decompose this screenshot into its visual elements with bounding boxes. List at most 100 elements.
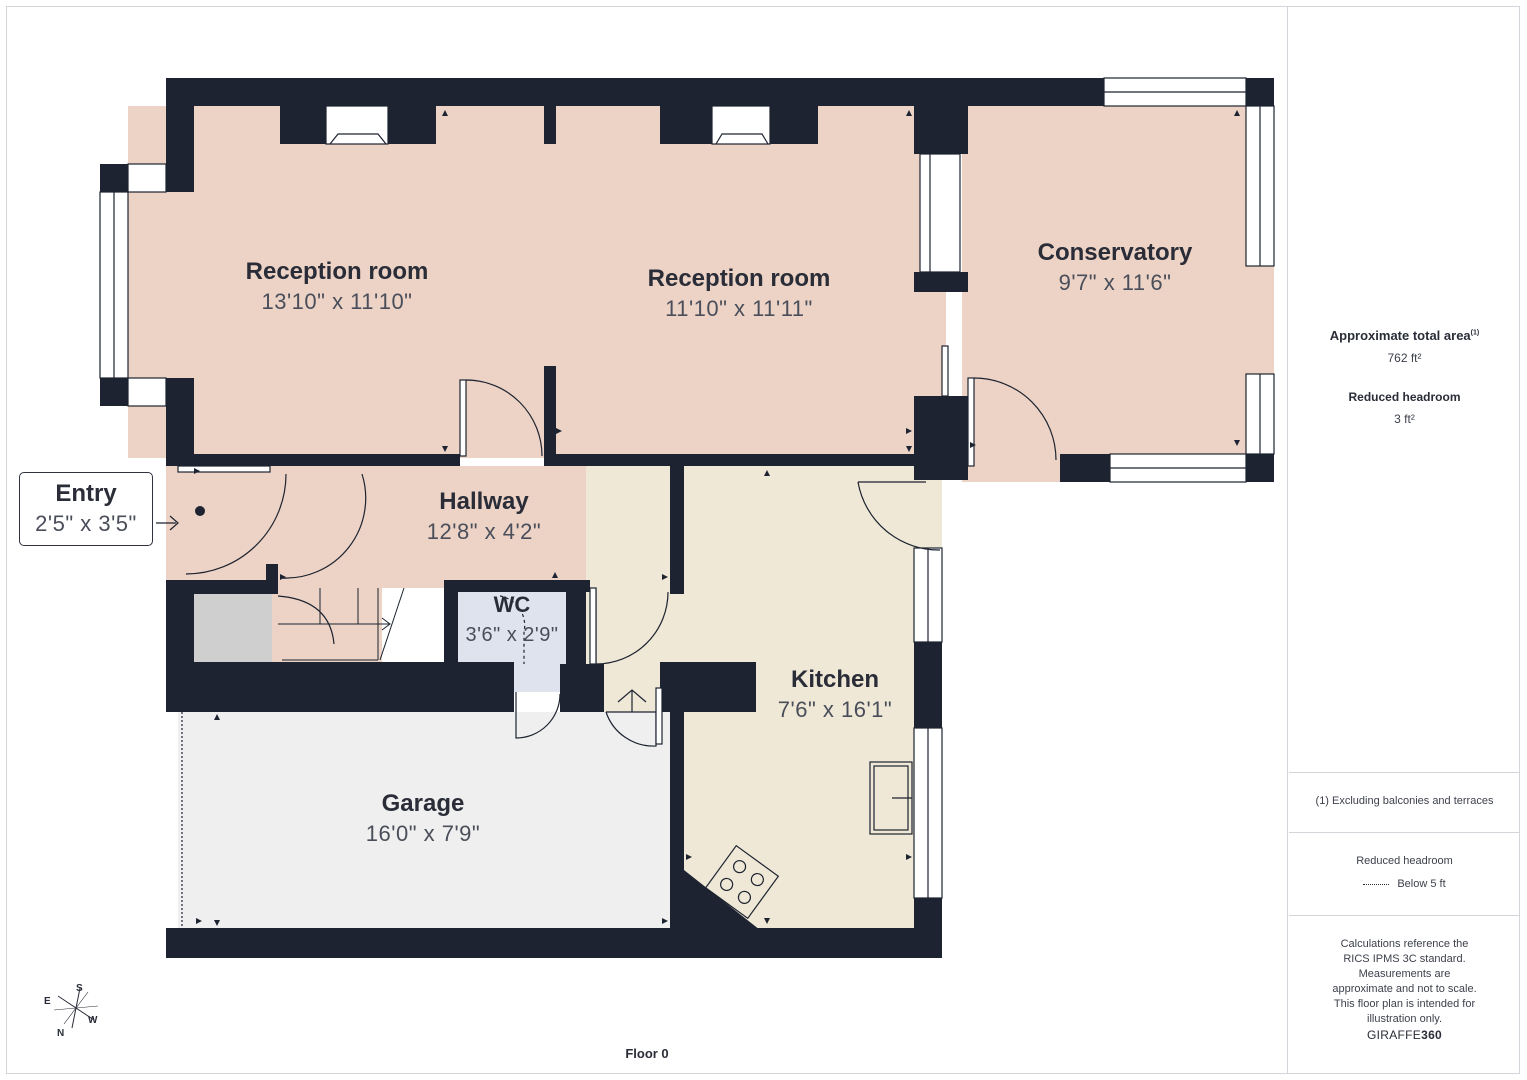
room-name: Garage xyxy=(381,790,465,817)
wall xyxy=(166,662,514,712)
wall xyxy=(670,662,684,930)
room-dimensions: 9'7" x 11'6" xyxy=(1058,270,1172,295)
wall xyxy=(914,396,968,480)
dimension-ticks xyxy=(194,110,1240,926)
stair-landing xyxy=(382,588,444,662)
window xyxy=(127,377,167,407)
windows xyxy=(99,77,1275,899)
wall xyxy=(914,898,942,928)
wall xyxy=(566,580,586,668)
floor-plan xyxy=(99,77,1275,958)
room-label-entry: Entry 2'5" x 3'5" xyxy=(19,472,153,546)
room-name: WC xyxy=(493,592,531,617)
room-label-conservatory: Conservatory 9'7" x 11'6" xyxy=(1038,238,1193,298)
room-dimensions: 11'10" x 11'11" xyxy=(665,296,813,321)
room-name: Reception room xyxy=(647,265,831,292)
fixtures xyxy=(462,600,913,920)
wall xyxy=(1246,454,1274,482)
divider xyxy=(1289,832,1520,833)
brand-logo: GIRAFFE360 xyxy=(1289,1028,1520,1042)
wall xyxy=(914,272,968,292)
wall xyxy=(544,366,556,466)
legend-item: Below 5 ft xyxy=(1289,877,1520,892)
total-area-value: 762 ft² xyxy=(1387,351,1422,365)
wall xyxy=(770,106,818,144)
wall xyxy=(670,466,684,594)
room-label-garage: Garage 16'0" x 7'9" xyxy=(366,789,480,849)
wall xyxy=(444,580,590,592)
doors xyxy=(177,345,1057,928)
room-name: Conservatory xyxy=(1037,239,1193,266)
room-dimensions: 13'10" x 11'10" xyxy=(261,289,413,314)
disclaimer-text: Calculations reference the RICS IPMS 3C … xyxy=(1332,938,1477,1025)
area-footnote: (1) Excluding balconies and terraces xyxy=(1315,795,1494,807)
fireplace xyxy=(711,105,771,145)
wall xyxy=(166,78,194,192)
wall xyxy=(914,642,942,728)
wall xyxy=(100,164,128,192)
conservatory-floor xyxy=(962,106,1274,482)
room-dimensions: 16'0" x 7'9" xyxy=(365,821,481,846)
compass-w: W xyxy=(88,1015,98,1026)
wall xyxy=(560,664,604,712)
total-area-title: Approximate total area(1) xyxy=(1289,328,1520,343)
wall xyxy=(1246,78,1274,106)
walls xyxy=(100,78,1274,958)
wall xyxy=(266,564,278,594)
room-fills xyxy=(128,106,1274,930)
compass-rose: E S W N xyxy=(40,980,110,1042)
room-dimensions: 3'6" x 2'9" xyxy=(465,624,559,646)
reduced-headroom-value: 3 ft² xyxy=(1394,412,1415,426)
garage-floor xyxy=(178,712,672,930)
wall xyxy=(166,378,194,466)
page-frame xyxy=(6,6,1520,1074)
wall xyxy=(444,580,458,662)
fireplace xyxy=(325,105,389,145)
wall xyxy=(166,928,942,958)
room-label-reception-2: Reception room 11'10" x 11'11" xyxy=(648,264,831,324)
wall xyxy=(544,106,556,144)
wall xyxy=(166,580,274,594)
wall xyxy=(166,78,1274,106)
cupboard-floor xyxy=(194,594,272,662)
total-area-block: Approximate total area(1) 762 ft² xyxy=(1289,328,1520,365)
wall xyxy=(100,378,128,406)
entry-marker xyxy=(156,506,205,531)
room-label-wc: WC 3'6" x 2'9" xyxy=(466,590,559,650)
room-label-kitchen: Kitchen 7'6" x 16'1" xyxy=(778,665,892,725)
wc-toilet xyxy=(462,600,490,634)
wall xyxy=(194,454,460,466)
room-dimensions: 7'6" x 16'1" xyxy=(777,697,893,722)
room-name: Reception room xyxy=(245,258,429,285)
dotted-line-icon xyxy=(1363,883,1390,885)
room-label-hallway: Hallway 12'8" x 4'2" xyxy=(427,487,541,547)
window xyxy=(919,153,961,273)
legend-title: Reduced headroom xyxy=(1356,855,1453,867)
wall xyxy=(660,106,712,144)
reception-room-1-floor xyxy=(128,106,546,458)
room-dimensions: 2'5" x 3'5" xyxy=(35,511,137,536)
room-label-reception-1: Reception room 13'10" x 11'10" xyxy=(246,257,429,317)
wall xyxy=(388,106,436,144)
wall xyxy=(914,78,968,154)
floor-title: Floor 0 xyxy=(625,1046,669,1061)
compass-e: E xyxy=(44,996,51,1007)
divider xyxy=(1289,915,1520,916)
window xyxy=(127,163,167,193)
room-name: Entry xyxy=(55,480,117,507)
room-name: Hallway xyxy=(439,488,529,515)
room-dimensions: 12'8" x 4'2" xyxy=(426,519,542,544)
wall xyxy=(280,106,326,144)
wall xyxy=(544,454,916,466)
room-name: Kitchen xyxy=(790,666,880,693)
divider xyxy=(1289,772,1520,773)
total-area-title-text: Approximate total area xyxy=(1329,328,1471,343)
legend-item-label: Below 5 ft xyxy=(1397,878,1446,890)
reduced-headroom-block: Reduced headroom 3 ft² xyxy=(1289,390,1520,426)
disclaimer: Calculations reference the RICS IPMS 3C … xyxy=(1289,937,1520,1027)
compass-n: N xyxy=(57,1028,65,1039)
brand-light: GIRAFFE xyxy=(1366,1028,1422,1042)
footnote-mark: (1) xyxy=(1470,329,1480,337)
reception-room-2-floor xyxy=(546,106,946,458)
brand-bold: 360 xyxy=(1421,1028,1443,1042)
